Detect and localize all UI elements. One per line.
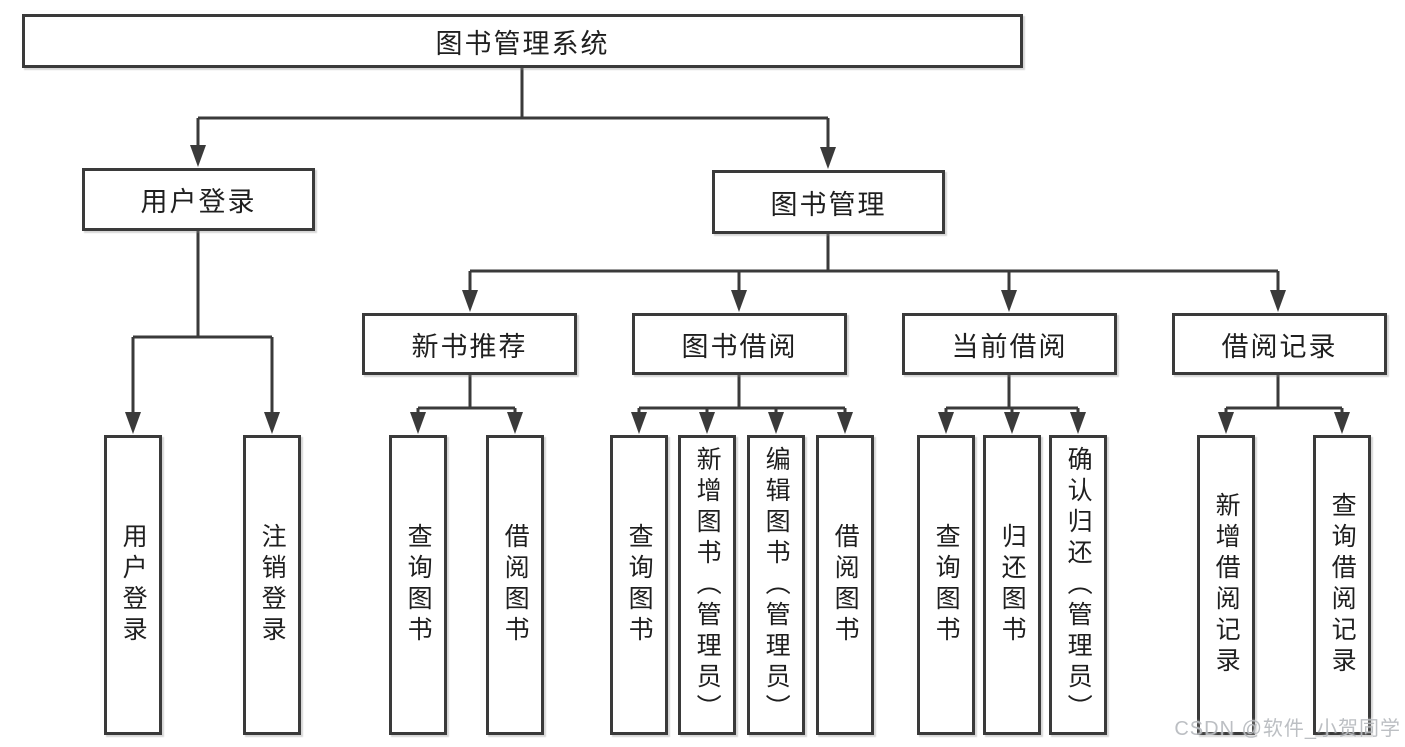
- leaf-borrow-books-recommend-label: 借阅图书: [501, 523, 530, 647]
- node-book-management-label: 图书管理: [770, 189, 887, 220]
- node-user-login-label: 用户登录: [140, 187, 257, 217]
- leaf-query-borrow-record: 查询借阅记录: [1313, 435, 1371, 735]
- leaf-edit-book-admin: 编辑图书（管理员）: [747, 435, 805, 735]
- csdn-watermark: CSDN @软件_小贺同学: [1174, 718, 1401, 740]
- leaf-query-books-recommend-label: 查询图书: [404, 523, 433, 647]
- leaf-edit-book-admin-label: 编辑图书（管理员）: [762, 445, 791, 725]
- node-book-management: 图书管理: [712, 170, 945, 234]
- leaf-query-books-current-label: 查询图书: [932, 523, 961, 647]
- leaf-logout-label: 注销登录: [258, 523, 287, 647]
- leaf-add-book-admin: 新增图书（管理员）: [678, 435, 736, 735]
- leaf-return-books-label: 归还图书: [998, 523, 1027, 647]
- node-current-borrowing: 当前借阅: [902, 313, 1117, 375]
- leaf-add-borrow-record: 新增借阅记录: [1197, 435, 1255, 735]
- leaf-query-books-recommend: 查询图书: [389, 435, 447, 735]
- leaf-logout: 注销登录: [243, 435, 301, 735]
- leaf-user-login-label: 用户登录: [119, 523, 148, 647]
- node-library-system: 图书管理系统: [22, 14, 1023, 68]
- leaf-confirm-return-admin-label: 确认归还（管理员）: [1064, 445, 1093, 725]
- leaf-borrow-books-recommend: 借阅图书: [486, 435, 544, 735]
- leaf-confirm-return-admin: 确认归还（管理员）: [1049, 435, 1107, 735]
- leaf-add-book-admin-label: 新增图书（管理员）: [693, 445, 722, 725]
- leaf-query-books-borrowing: 查询图书: [610, 435, 668, 735]
- node-library-system-label: 图书管理系统: [435, 28, 610, 59]
- leaf-query-borrow-record-label: 查询借阅记录: [1328, 492, 1357, 678]
- leaf-user-login: 用户登录: [104, 435, 162, 735]
- leaf-query-books-current: 查询图书: [917, 435, 975, 735]
- node-borrowing-records: 借阅记录: [1172, 313, 1387, 375]
- node-new-book-recommend-label: 新书推荐: [411, 331, 528, 362]
- leaf-add-borrow-record-label: 新增借阅记录: [1212, 492, 1241, 678]
- node-book-borrowing: 图书借阅: [632, 313, 847, 375]
- node-current-borrowing-label: 当前借阅: [951, 331, 1068, 362]
- leaf-return-books: 归还图书: [983, 435, 1041, 735]
- leaf-borrow-books-borrowing-label: 借阅图书: [831, 523, 860, 647]
- arrowheads: [125, 145, 1350, 434]
- leaf-borrow-books-borrowing: 借阅图书: [816, 435, 874, 735]
- node-user-login: 用户登录: [82, 168, 315, 231]
- node-new-book-recommend: 新书推荐: [362, 313, 577, 375]
- node-book-borrowing-label: 图书借阅: [681, 331, 798, 362]
- leaf-query-books-borrowing-label: 查询图书: [625, 523, 654, 647]
- node-borrowing-records-label: 借阅记录: [1221, 331, 1338, 362]
